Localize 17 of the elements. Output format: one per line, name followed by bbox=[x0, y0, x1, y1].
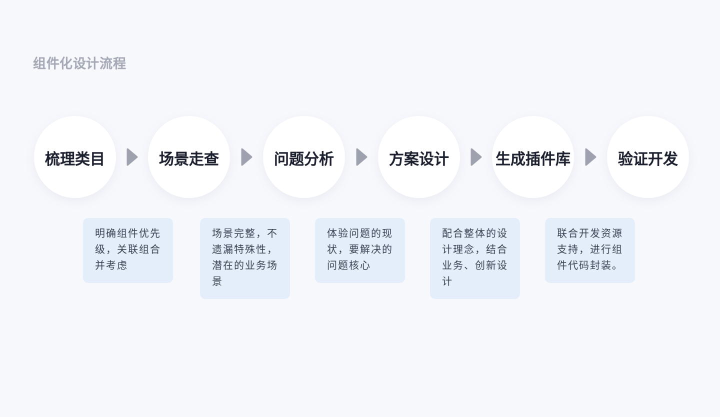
description-text: 明确组件优先级，关联组合并考虑 bbox=[95, 227, 162, 274]
step-label: 验证开发 bbox=[618, 148, 678, 168]
description-text: 场景完整，不遗漏特殊性，潜在的业务场景 bbox=[212, 227, 279, 290]
arrow bbox=[126, 148, 138, 166]
description-text: 配合整体的设计理念，结合业务、创新设计 bbox=[442, 227, 509, 290]
arrow bbox=[470, 148, 482, 166]
description-text: 体验问题的现状，要解决的问题核心 bbox=[327, 227, 394, 274]
step-label: 方案设计 bbox=[389, 148, 449, 168]
arrow bbox=[585, 148, 596, 166]
arrow bbox=[241, 148, 252, 166]
diagram-title: 组件化设计流程 bbox=[33, 56, 126, 72]
arrow bbox=[356, 148, 368, 166]
step-label: 梳理类目 bbox=[45, 148, 105, 168]
step-label: 生成插件库 bbox=[496, 148, 570, 168]
step-label: 问题分析 bbox=[274, 148, 334, 168]
step-label: 场景走查 bbox=[159, 148, 219, 168]
description-text: 联合开发资源支持，进行组件代码封装。 bbox=[557, 227, 624, 274]
